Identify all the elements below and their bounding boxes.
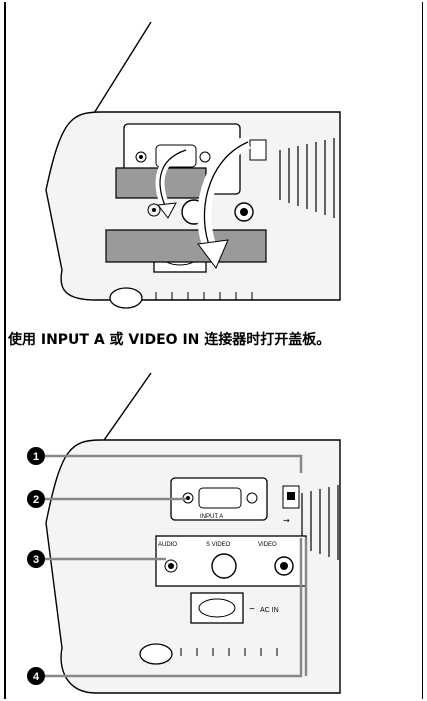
usb-icon: ⇝: [283, 516, 290, 525]
video-label: VIDEO: [258, 542, 277, 548]
connector-panel-illustration: INPUT A ⇝ AUDIO S VIDEO VIDEO ~ AC IN: [27, 372, 341, 694]
audio-label: AUDIO: [158, 542, 177, 548]
callout-2: 2: [27, 490, 45, 508]
caption-text: 使用 INPUT A 或 VIDEO IN 连接器时打开盖板。: [8, 332, 331, 348]
page-frame: [4, 2, 423, 699]
callout-4: 4: [27, 667, 45, 685]
svg-text:3: 3: [33, 554, 39, 566]
svg-text:2: 2: [33, 494, 39, 506]
svg-text:1: 1: [33, 451, 39, 463]
input-a-label: INPUT A: [200, 514, 223, 520]
ac-in-label: AC IN: [260, 607, 279, 614]
svg-text:4: 4: [33, 671, 40, 683]
callout-1: 1: [27, 447, 45, 465]
tilde-icon: ~: [249, 604, 255, 615]
callout-3: 3: [27, 550, 45, 568]
s-video-label: S VIDEO: [206, 542, 231, 548]
cover-open-illustration: [45, 21, 341, 309]
